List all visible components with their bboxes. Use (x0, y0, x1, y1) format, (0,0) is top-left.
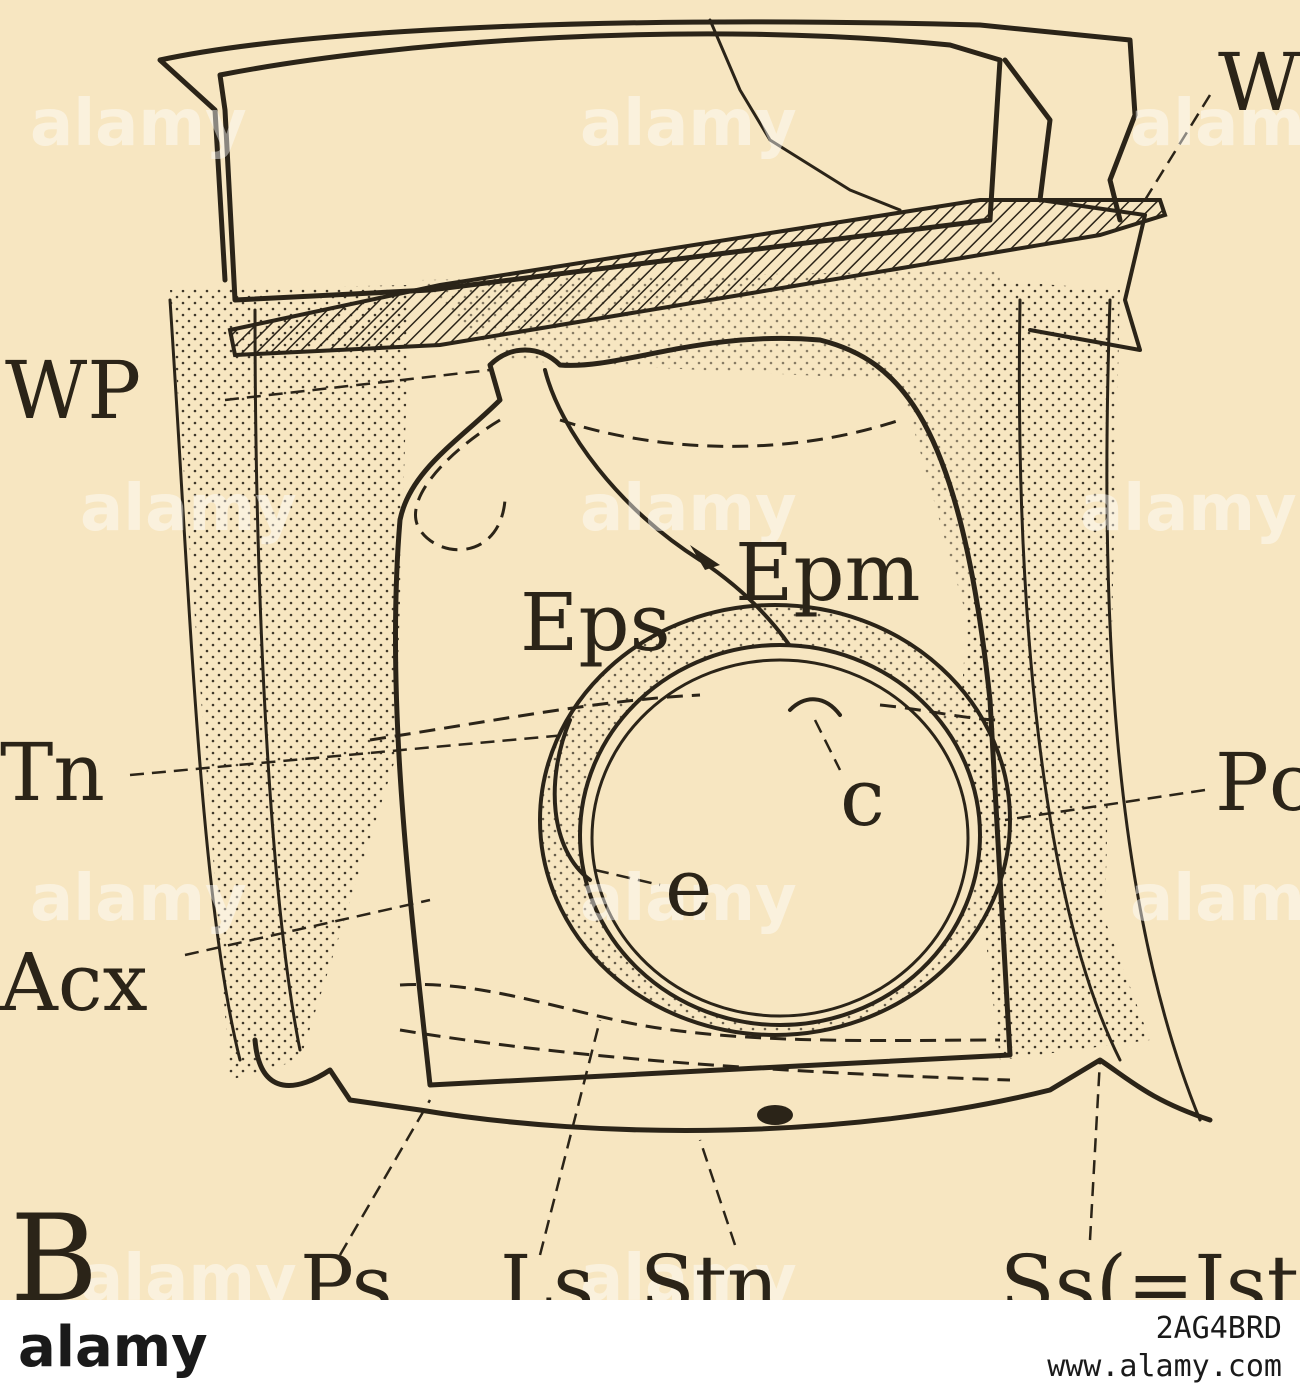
body-outline (157, 19, 1138, 283)
dashed-line-upper (369, 693, 1001, 742)
leader-wp (224, 368, 491, 402)
label-e: e (665, 841, 712, 934)
label-stn: Stn (640, 1238, 778, 1300)
label-w: W (1218, 36, 1300, 129)
stock-footer: alamy 2AG4BRD www.alamy.com (0, 1300, 1300, 1390)
label-tn: Tn (0, 726, 105, 819)
spiracle (757, 1105, 793, 1125)
watermark-text-7: alamy (30, 862, 247, 936)
wing-base (227, 198, 1168, 358)
coxa-inner-ring (578, 643, 982, 1027)
dashed-line-lower-2 (399, 1028, 1011, 1082)
right-stippled-band (960, 280, 1150, 1060)
label-ps: Ps (300, 1238, 393, 1300)
coxa-outer-ring-line (538, 603, 1012, 1037)
sternum-outline (252, 1037, 1213, 1133)
label-b: B (10, 1190, 98, 1300)
watermark-text-11: alamy (580, 1242, 797, 1300)
coxal-notch (788, 697, 842, 717)
left-margin-lines (168, 298, 302, 1062)
coxa-inner-ring-2 (590, 658, 970, 1018)
watermark-text-6: alamy (1080, 472, 1297, 546)
suture-thickening (690, 545, 720, 570)
leader-acx (184, 898, 431, 957)
notum-plate (217, 31, 1003, 303)
left-stippled-band (170, 285, 410, 1080)
label-epm: Epm (735, 526, 920, 619)
dashed-line-lower-1 (399, 982, 1001, 1043)
watermark: alamy alamy alamy alamy alamy alamy alam… (30, 87, 1300, 1300)
leader-c (813, 719, 842, 771)
right-margin-lines (1017, 298, 1202, 1122)
leader-e (594, 868, 661, 887)
image-id: 2AG4BRD (1156, 1311, 1282, 1346)
leader-pcx (1004, 788, 1206, 822)
site-url: www.alamy.com (1047, 1349, 1282, 1384)
watermark-text-10: alamy (80, 1242, 297, 1300)
watermark-text-8: alamy (580, 862, 797, 936)
leader-stn (698, 1139, 737, 1246)
watermark-text-4: alamy (80, 472, 297, 546)
label-wp: WP (5, 344, 141, 437)
leader-tn (129, 733, 566, 777)
trochantin-arc (552, 718, 592, 882)
diagram-figure: alamy alamy alamy alamy alamy alamy alam… (0, 0, 1300, 1300)
brand-logo: alamy (18, 1315, 208, 1380)
leader-ps (338, 1099, 432, 1256)
thorax-diagram: alamy alamy alamy alamy alamy alamy alam… (0, 18, 1300, 1300)
pleuron-outline (392, 335, 1013, 1088)
watermark-text-9: alamy (1130, 862, 1300, 936)
upper-stippled-membrane (420, 270, 1000, 700)
label-c: c (840, 751, 885, 844)
label-ls: Ls (500, 1238, 594, 1300)
leader-ss (1088, 1059, 1102, 1241)
watermark-text-2: alamy (580, 87, 797, 161)
leader-ls (538, 1019, 602, 1256)
label-eps: Eps (520, 576, 671, 669)
label-ss: Ss(=Ist) (1000, 1238, 1300, 1300)
wing-process-lobe (413, 418, 507, 552)
watermark-text-5: alamy (580, 472, 797, 546)
footer-bar: alamy 2AG4BRD www.alamy.com (18, 1311, 1282, 1384)
watermark-text-3: alamy (1130, 87, 1300, 161)
upper-dashed-ridge (559, 418, 901, 448)
label-pcx: Pcx (1215, 736, 1300, 829)
watermark-text-1: alamy (30, 87, 247, 161)
notum-fold-line (708, 18, 902, 212)
label-acx: Acx (0, 936, 148, 1029)
